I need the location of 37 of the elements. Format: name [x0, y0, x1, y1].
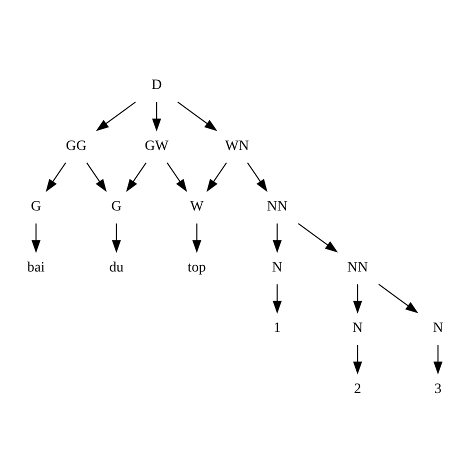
- arrow: [166, 162, 188, 192]
- arrow: [206, 162, 227, 192]
- arrow: [433, 344, 442, 374]
- arrow: [112, 223, 121, 253]
- arrow: [378, 283, 418, 313]
- node-text: G: [111, 198, 122, 214]
- arrow: [46, 162, 66, 192]
- node-text: N: [352, 320, 363, 336]
- node-text: 1: [274, 320, 281, 336]
- node-text: top: [188, 258, 206, 275]
- arrow: [96, 101, 136, 131]
- arrow: [152, 102, 162, 132]
- arrow: [272, 223, 282, 253]
- arrow: [177, 101, 218, 131]
- node-text: G: [30, 198, 42, 214]
- arrow: [86, 162, 107, 192]
- arrow: [247, 162, 268, 192]
- node-text: N: [272, 258, 282, 275]
- node-text: bai: [27, 258, 45, 275]
- node-text: 3: [434, 380, 442, 396]
- node-text: 2: [354, 380, 362, 396]
- arrow: [192, 223, 202, 253]
- arrow: [32, 223, 41, 252]
- arrow: [353, 284, 362, 314]
- node-text: W: [190, 198, 204, 214]
- node-text: WN: [225, 137, 249, 154]
- node-text: NN: [266, 198, 288, 214]
- node-text: GG: [66, 137, 87, 154]
- node-text: GW: [144, 137, 169, 154]
- node-text: du: [109, 258, 124, 275]
- arrow: [298, 222, 338, 252]
- arrow: [126, 162, 146, 192]
- node-text: N: [432, 320, 444, 336]
- node-text: D: [151, 76, 162, 93]
- arrow: [353, 344, 362, 374]
- arrow: [272, 284, 282, 314]
- node-text: NN: [347, 258, 368, 275]
